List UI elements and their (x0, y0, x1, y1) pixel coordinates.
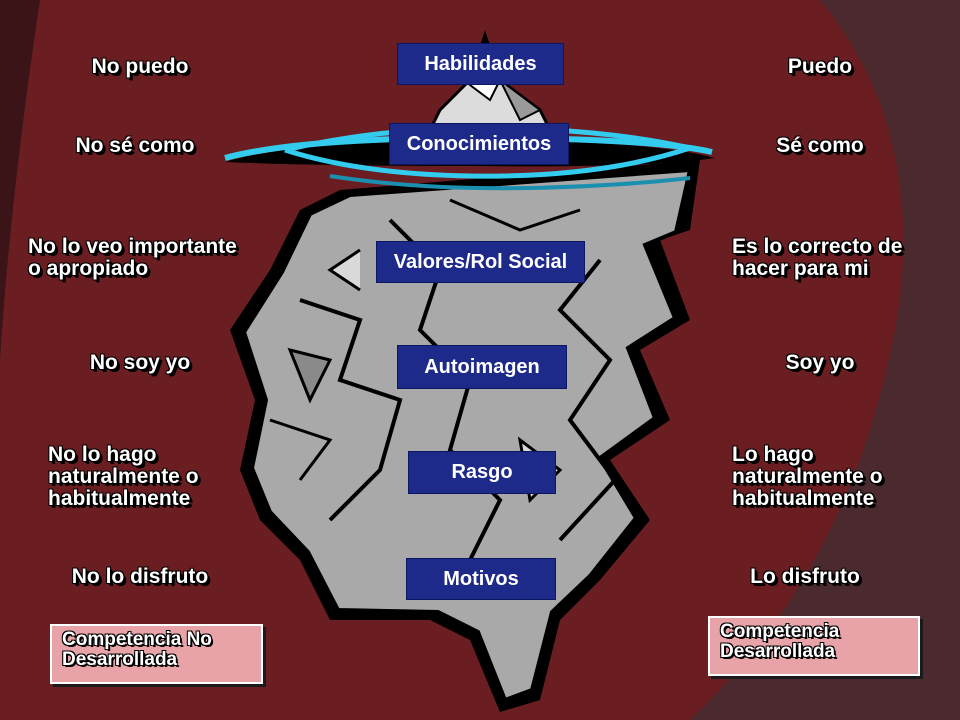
level-box-motivos: Motivos (406, 558, 556, 600)
water-ring-3 (329, 174, 691, 191)
legend-competencia-desarrollada: Competencia Desarrollada (708, 616, 920, 676)
iceberg-crack-4 (269, 418, 333, 481)
iceberg-tip-shade (499, 79, 542, 122)
level-box-conocimientos: Conocimientos (389, 123, 569, 165)
left-label-rasgo: No lo hago naturalmente o habitualmente (48, 443, 199, 510)
level-box-valores-rol-social: Valores/Rol Social (376, 241, 585, 283)
right-label-autoimagen: Soy yo (785, 351, 855, 374)
left-label-autoimagen: No soy yo (89, 351, 191, 374)
level-box-autoimagen: Autoimagen (397, 345, 567, 389)
iceberg-facet-3 (287, 347, 333, 404)
right-label-motivos: Lo disfruto (750, 565, 860, 588)
iceberg-crack-3 (557, 258, 618, 542)
level-box-habilidades: Habilidades (397, 43, 564, 85)
legend-competencia-no-desarrollada: Competencia No Desarrollada (50, 624, 263, 684)
right-label-valores: Es lo correcto de hacer para mi (732, 235, 903, 280)
left-label-habilidades: No puedo (91, 55, 189, 78)
right-label-rasgo: Lo hago naturalmente o habitualmente (732, 443, 883, 510)
left-label-conocimientos: No sé como (75, 134, 195, 157)
iceberg-facet-1 (327, 248, 361, 292)
left-label-motivos: No lo disfruto (71, 565, 209, 588)
iceberg-crack-5 (449, 198, 581, 232)
right-label-conocimientos: Sé como (776, 134, 864, 157)
iceberg-underwater (241, 167, 693, 703)
iceberg-crack-2 (299, 298, 403, 522)
right-decorative-swoosh (690, 0, 960, 720)
left-decorative-edge (0, 0, 40, 360)
left-label-valores: No lo veo importante o apropiado (28, 235, 237, 280)
right-label-habilidades: Puedo (787, 55, 853, 78)
level-box-rasgo: Rasgo (408, 451, 556, 494)
